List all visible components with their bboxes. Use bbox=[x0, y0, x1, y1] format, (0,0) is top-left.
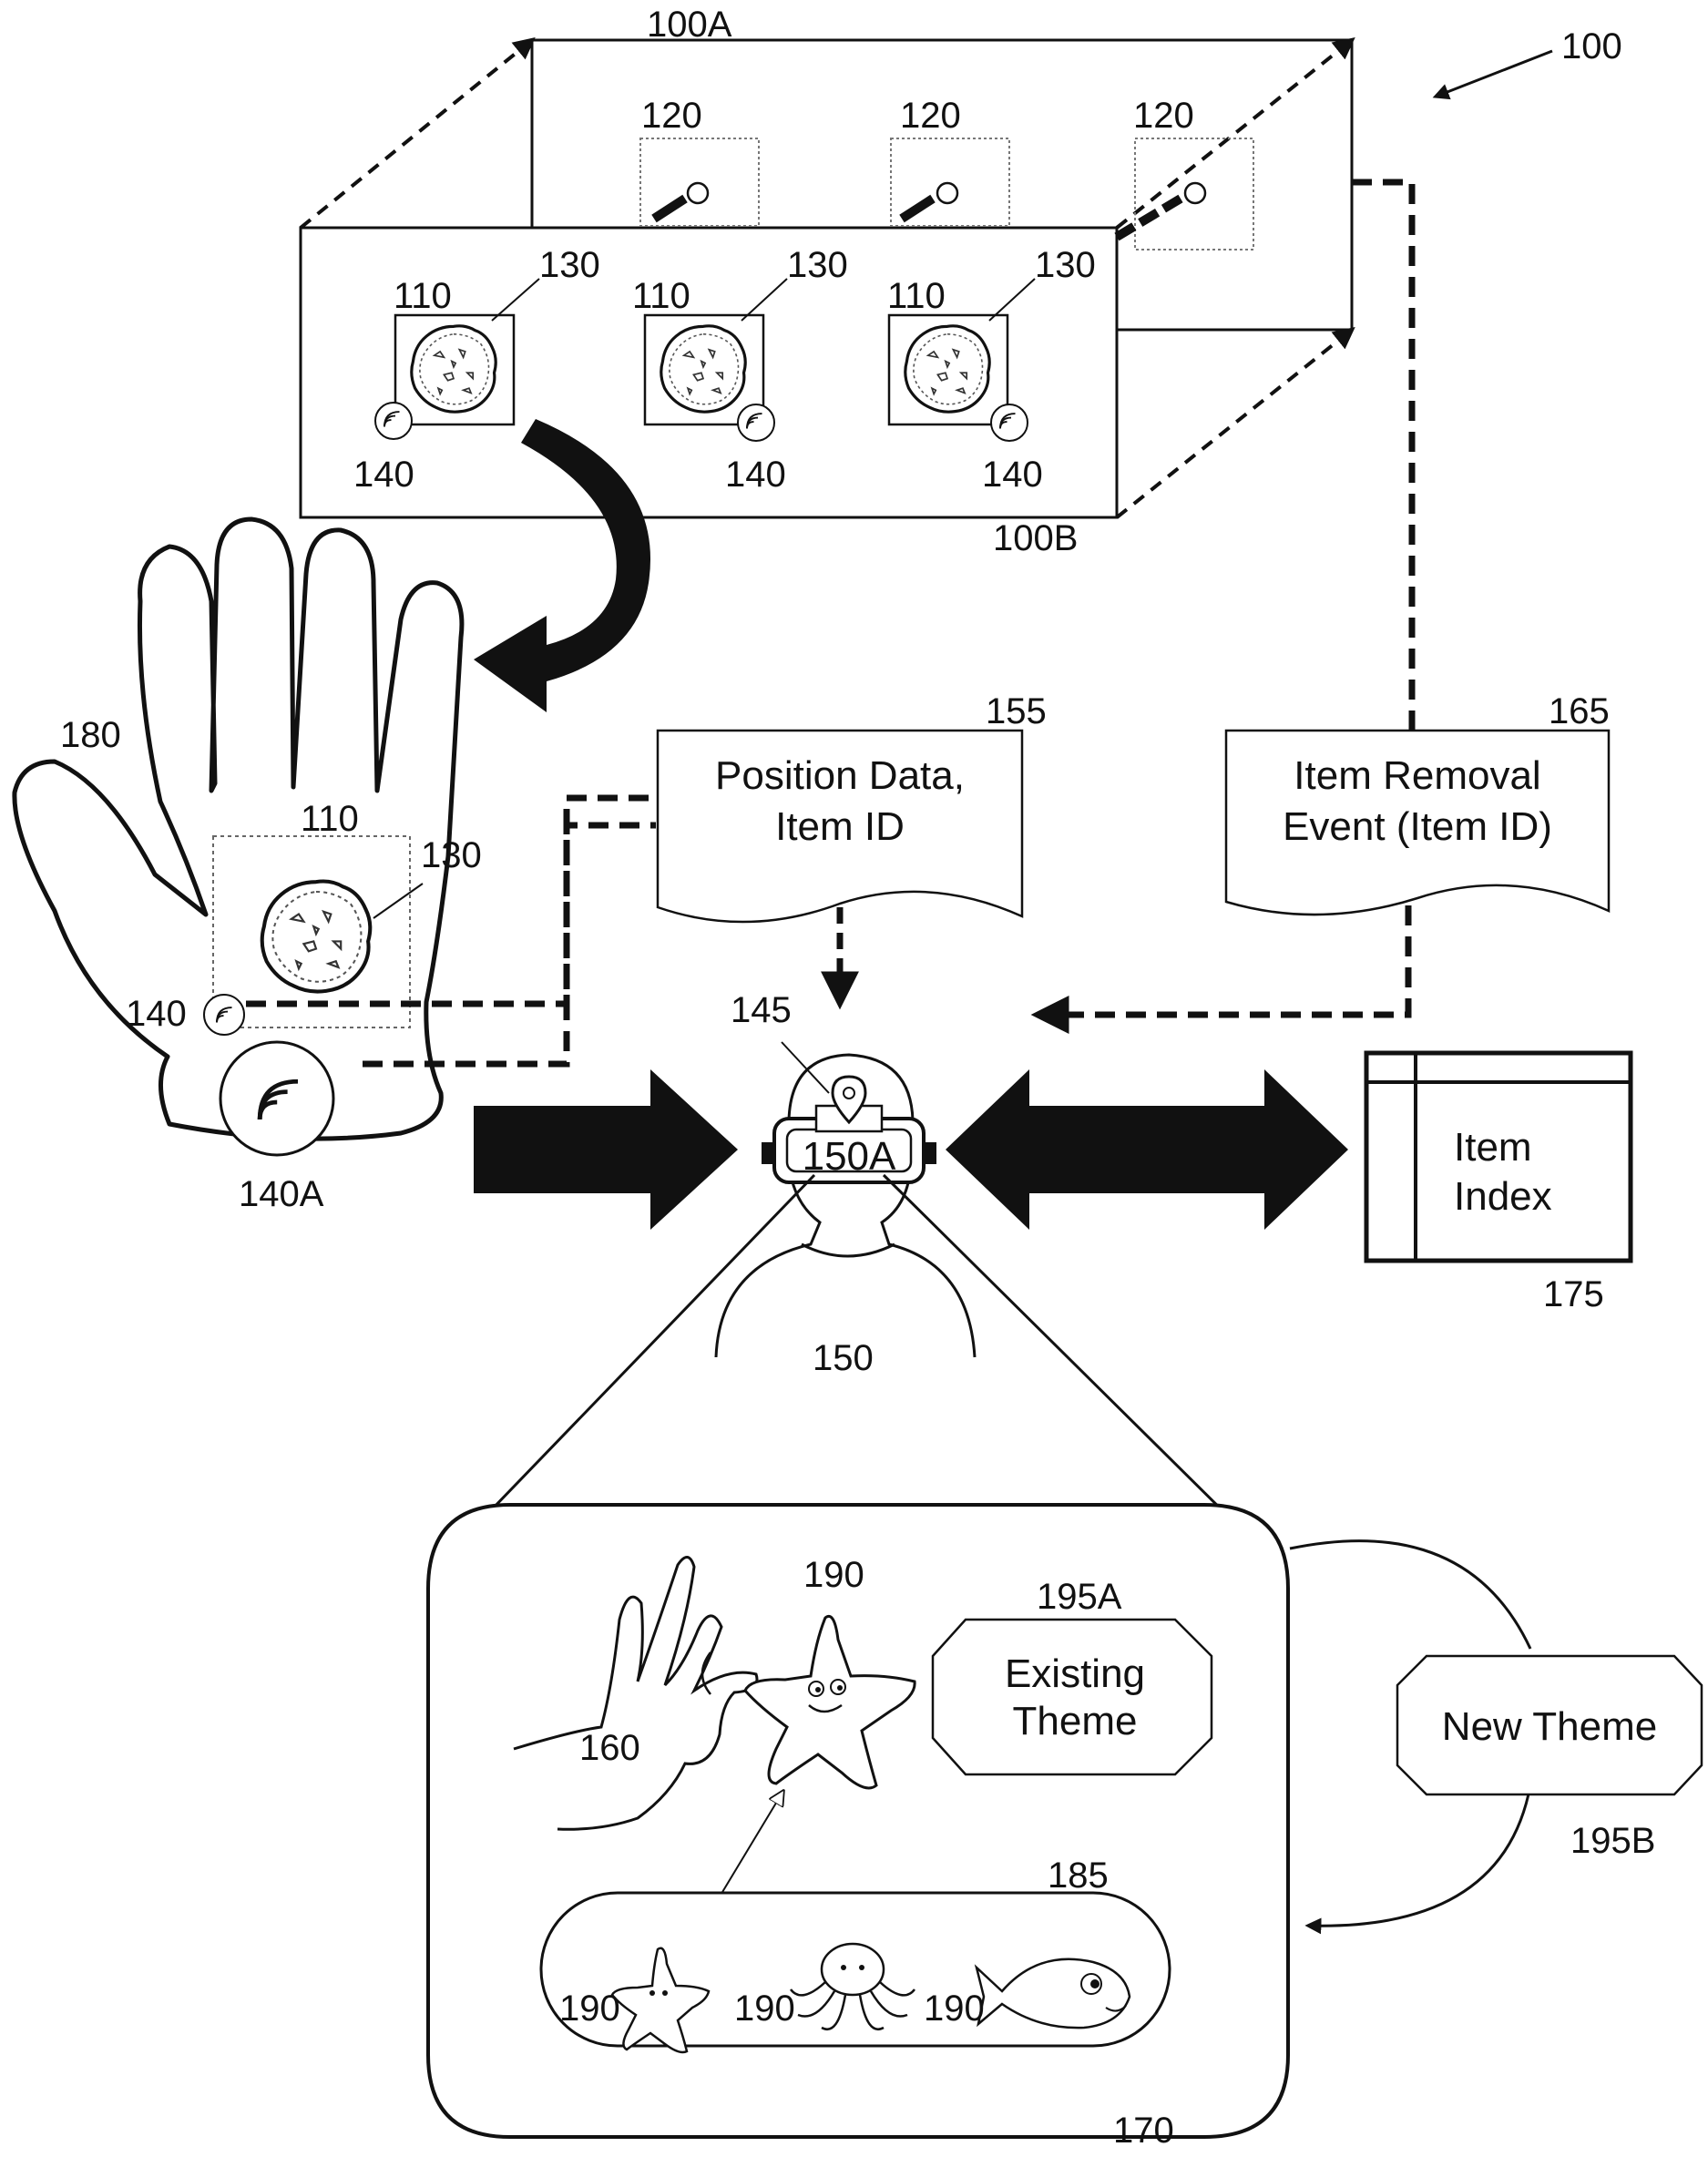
ref-175: 175 bbox=[1543, 1274, 1604, 1314]
display-view: Existing Theme bbox=[426, 1503, 1290, 2139]
starfish-icon bbox=[743, 1615, 916, 1790]
user-index-arrow bbox=[946, 1069, 1348, 1230]
glove-to-user-arrow bbox=[474, 1069, 738, 1230]
ref-190-b: 190 bbox=[734, 1988, 795, 2029]
shelf-item-3 bbox=[887, 313, 1028, 442]
ref-170: 170 bbox=[1113, 2111, 1174, 2151]
item-index-line2: Index bbox=[1454, 1174, 1552, 1219]
sensor-1 bbox=[639, 138, 760, 227]
ref-110-a: 110 bbox=[394, 276, 452, 316]
removal-event-line2: Event (Item ID) bbox=[1283, 804, 1552, 849]
existing-theme-line1: Existing bbox=[1005, 1651, 1145, 1696]
existing-theme-line2: Theme bbox=[1013, 1699, 1138, 1743]
ref-160: 160 bbox=[579, 1728, 640, 1768]
removal-event-line1: Item Removal bbox=[1294, 753, 1540, 798]
ref-100: 100 bbox=[1561, 26, 1622, 66]
ref-190-top: 190 bbox=[803, 1555, 864, 1595]
ref-195B: 195B bbox=[1570, 1821, 1655, 1861]
existing-theme-box: Existing Theme bbox=[931, 1618, 1213, 1776]
new-theme-label: New Theme bbox=[1442, 1704, 1657, 1749]
sensor-3 bbox=[1114, 138, 1254, 250]
ref-180: 180 bbox=[60, 715, 121, 755]
ref-130-b: 130 bbox=[787, 245, 848, 285]
ref-140-glove: 140 bbox=[126, 994, 187, 1034]
ref-110-glove: 110 bbox=[301, 799, 359, 839]
new-theme-box: New Theme bbox=[1396, 1654, 1703, 1796]
hand-icon bbox=[513, 1556, 759, 1831]
removal-event-document: Item Removal Event (Item ID) bbox=[1224, 729, 1611, 916]
ref-130-c: 130 bbox=[1035, 245, 1096, 285]
pick-up-arrow bbox=[474, 419, 651, 712]
ref-150: 150 bbox=[813, 1338, 874, 1378]
cookie-icon bbox=[410, 324, 497, 414]
shelf-item-1 bbox=[374, 313, 516, 440]
position-data-line2: Item ID bbox=[775, 804, 905, 849]
ref-195A: 195A bbox=[1037, 1577, 1122, 1617]
ref-165: 165 bbox=[1549, 691, 1610, 731]
ref-100B: 100B bbox=[993, 518, 1078, 558]
ref-120-c: 120 bbox=[1133, 96, 1194, 136]
map-pin-icon bbox=[814, 1075, 884, 1133]
ref-130-glove: 130 bbox=[421, 835, 482, 875]
sensor-2 bbox=[890, 138, 1010, 227]
cookie-icon bbox=[262, 881, 371, 991]
ref-130-a: 130 bbox=[539, 245, 600, 285]
ref-190-c: 190 bbox=[924, 1988, 985, 2029]
user: 150A bbox=[714, 1041, 977, 1358]
position-data-line1: Position Data, bbox=[715, 753, 965, 798]
ref-110-b: 110 bbox=[632, 276, 690, 316]
item-index-line1: Item bbox=[1454, 1125, 1532, 1170]
ref-145: 145 bbox=[731, 990, 792, 1030]
cookie-icon bbox=[904, 324, 991, 414]
glove bbox=[12, 516, 465, 1157]
fish-icon bbox=[974, 1958, 1131, 2029]
position-data-document: Position Data, Item ID bbox=[656, 729, 1024, 1010]
reference-labels: 100A 100 120 120 120 130 130 130 110 110… bbox=[60, 5, 1655, 2151]
cookie-icon bbox=[660, 324, 747, 414]
shelf-unit bbox=[299, 36, 1355, 519]
ref-140-c: 140 bbox=[982, 455, 1043, 495]
starfish-icon bbox=[610, 1947, 711, 2054]
shelf-item-2 bbox=[643, 313, 775, 442]
ref-120-b: 120 bbox=[900, 96, 961, 136]
ref-190-a: 190 bbox=[559, 1988, 620, 2029]
ref-100A: 100A bbox=[647, 5, 732, 45]
ref-140-a: 140 bbox=[353, 455, 414, 495]
ref-140A: 140A bbox=[239, 1174, 324, 1214]
ref-110-c: 110 bbox=[887, 276, 946, 316]
headset-label: 150A bbox=[803, 1134, 896, 1179]
character-tray bbox=[539, 1891, 1171, 2054]
ref-120-a: 120 bbox=[641, 96, 702, 136]
ref-140-b: 140 bbox=[725, 455, 786, 495]
ref-185: 185 bbox=[1048, 1855, 1109, 1896]
item-index: Item Index bbox=[1364, 1050, 1633, 1263]
octopus-icon bbox=[790, 1942, 915, 2030]
ref-155: 155 bbox=[986, 691, 1047, 731]
